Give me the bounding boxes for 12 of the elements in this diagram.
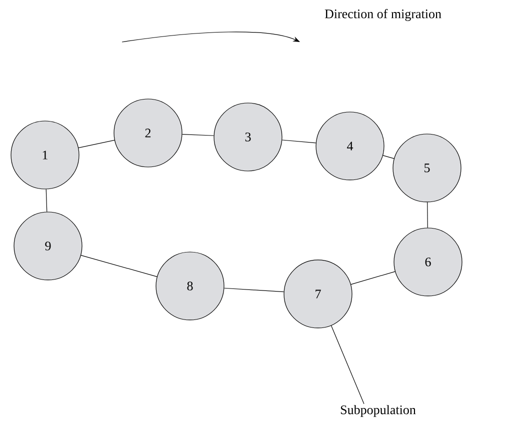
connector-line [46,188,48,212]
leader-line [330,325,364,404]
connector-line [182,134,214,136]
direction-label: Direction of migration [324,9,442,21]
connector-line [350,271,396,285]
subpopulation-label: Subpopulation [340,405,416,417]
connector-line [382,155,394,159]
connector-line [78,140,115,148]
connector-line [282,140,316,144]
connector-line [427,202,428,228]
connector-line [224,288,284,292]
connector-line [80,254,158,277]
